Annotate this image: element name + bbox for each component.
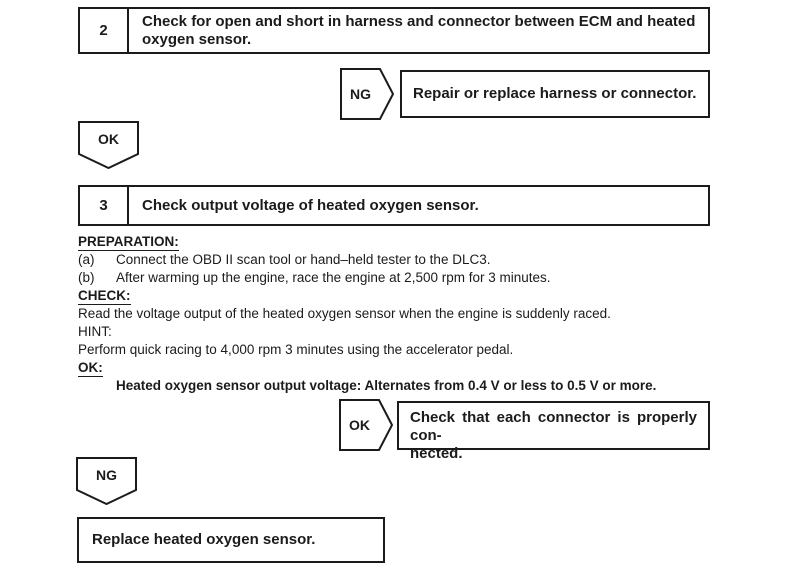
- ok-flow-label: OK: [98, 131, 119, 147]
- ng-flow-shape: [76, 457, 137, 505]
- ok-branch-label: OK: [349, 417, 370, 433]
- ok-result-box: Check that each connector is properly co…: [397, 401, 710, 462]
- preparation-heading: PREPARATION:: [78, 234, 179, 251]
- step-3-number: 3: [80, 187, 129, 224]
- step-2-instruction-text: Check for open and short in harness and …: [142, 12, 696, 48]
- ok-heading: OK:: [78, 360, 103, 377]
- ng-result-text: Repair or replace harness or connector.: [413, 85, 697, 102]
- ok-flow-pentagon: OK: [78, 121, 139, 169]
- step-3-instruction: Check output voltage of heated oxygen se…: [129, 187, 708, 224]
- ng-arrow-shape: [340, 68, 394, 120]
- step-3-instruction-text: Check output voltage of heated oxygen se…: [142, 196, 479, 214]
- check-text: Read the voltage output of the heated ox…: [78, 306, 611, 321]
- ng-branch-label: NG: [350, 86, 371, 102]
- final-action-box: Replace heated oxygen sensor.: [77, 517, 385, 563]
- step-2-number: 2: [80, 9, 129, 52]
- prep-item-b: (b)After warming up the engine, race the…: [78, 270, 551, 285]
- ng-branch-tag: NG: [340, 68, 394, 120]
- step-3-box: 3 Check output voltage of heated oxygen …: [78, 185, 710, 226]
- ng-flow-pentagon: NG: [76, 457, 137, 505]
- prep-item-a: (a)Connect the OBD II scan tool or hand–…: [78, 252, 491, 267]
- step-2-box: 2 Check for open and short in harness an…: [78, 7, 710, 54]
- check-heading: CHECK:: [78, 288, 131, 305]
- procedure-details: PREPARATION: (a)Connect the OBD II scan …: [78, 233, 728, 395]
- ok-branch-tag: OK: [339, 399, 393, 451]
- ok-arrow-shape: [339, 399, 393, 451]
- step-2-instruction: Check for open and short in harness and …: [129, 9, 708, 52]
- ng-result-box: Repair or replace harness or connector.: [400, 70, 710, 118]
- final-action-text: Replace heated oxygen sensor.: [92, 531, 316, 548]
- ok-flow-shape: [78, 121, 139, 169]
- ng-flow-label: NG: [96, 467, 117, 483]
- ok-result-line1: Check that each connector is properly co…: [410, 409, 697, 444]
- hint-heading: HINT:: [78, 324, 112, 339]
- ok-spec-text: Heated oxygen sensor output voltage: Alt…: [116, 378, 657, 393]
- ok-result-line2: nected.: [410, 445, 463, 462]
- hint-text: Perform quick racing to 4,000 rpm 3 minu…: [78, 342, 514, 357]
